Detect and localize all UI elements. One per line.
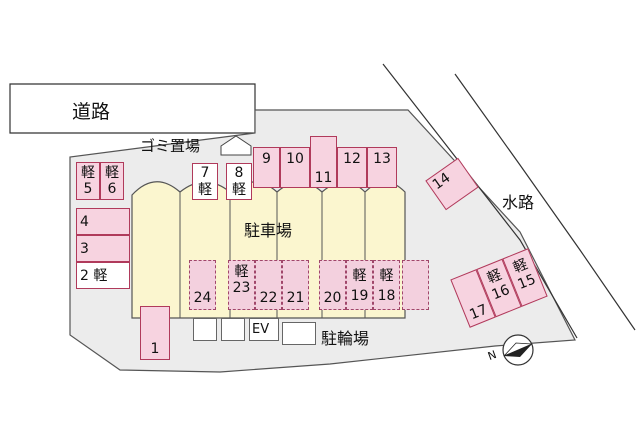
parking-space-9: 9: [253, 147, 280, 188]
road-label: 道路: [72, 101, 111, 123]
elevator-label: EV: [252, 322, 270, 337]
waterway-label: 水路: [502, 193, 535, 212]
parking-space-1: 1: [140, 306, 170, 360]
waterway-line-right: [454, 73, 636, 331]
parking-label: 駐車場: [244, 221, 293, 240]
parking-space-4: 4: [76, 208, 130, 235]
parking-space-21: 21: [282, 260, 309, 310]
parking-space-3: 3: [76, 235, 130, 262]
waterway-line-left: [382, 63, 578, 339]
parking-space-13: 13: [367, 147, 397, 188]
elevator-box: [249, 318, 279, 341]
parking-space-11: 11: [310, 136, 337, 188]
parking-space-extra: [402, 260, 429, 310]
bike-box-1: [193, 318, 217, 341]
parking-space-20: 20: [319, 260, 346, 310]
parking-space-24: 24: [189, 260, 216, 310]
garbage-house: [220, 135, 252, 156]
bike-box-2: [221, 318, 245, 341]
road-area: [9, 83, 256, 134]
garbage-label: ゴミ置場: [140, 137, 201, 155]
parking-space-10: 10: [280, 147, 310, 188]
parking-space-22: 22: [255, 260, 282, 310]
bicycle-parking-box: [282, 322, 316, 345]
parking-space-2: 2 軽: [76, 262, 130, 289]
parking-space-12: 12: [337, 147, 367, 188]
bicycle-parking-label: 駐輪場: [321, 329, 370, 348]
compass-icon: [502, 334, 534, 366]
